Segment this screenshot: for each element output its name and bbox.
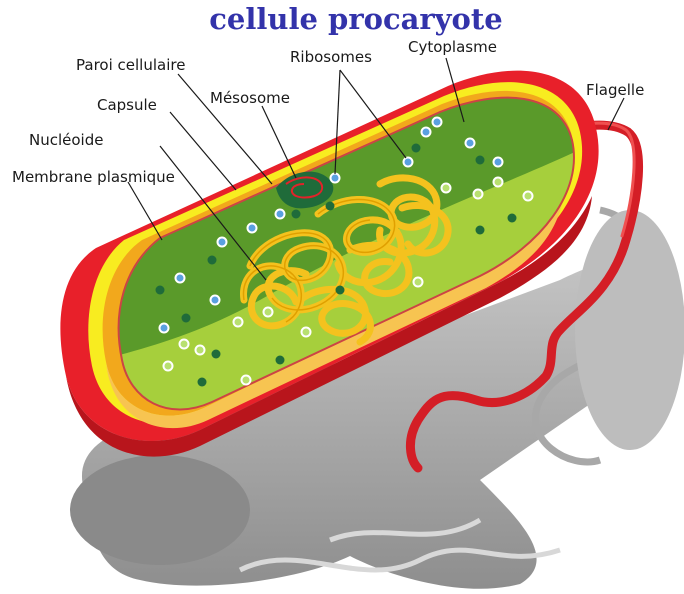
leader-capsule xyxy=(170,112,236,190)
label-mesosome: Mésosome xyxy=(210,89,290,107)
label-ribosomes: Ribosomes xyxy=(290,48,372,66)
label-membrane-plasmique: Membrane plasmique xyxy=(12,168,175,186)
label-capsule: Capsule xyxy=(97,96,157,114)
label-paroi-cellulaire: Paroi cellulaire xyxy=(76,56,185,74)
shadow-blob-right xyxy=(575,210,684,450)
diagram-title: cellule procaryote xyxy=(209,2,502,36)
shadow-blob-left xyxy=(70,455,250,565)
label-flagelle: Flagelle xyxy=(586,81,644,99)
label-cytoplasme: Cytoplasme xyxy=(408,38,497,56)
label-nucleoide: Nucléoide xyxy=(29,131,103,149)
